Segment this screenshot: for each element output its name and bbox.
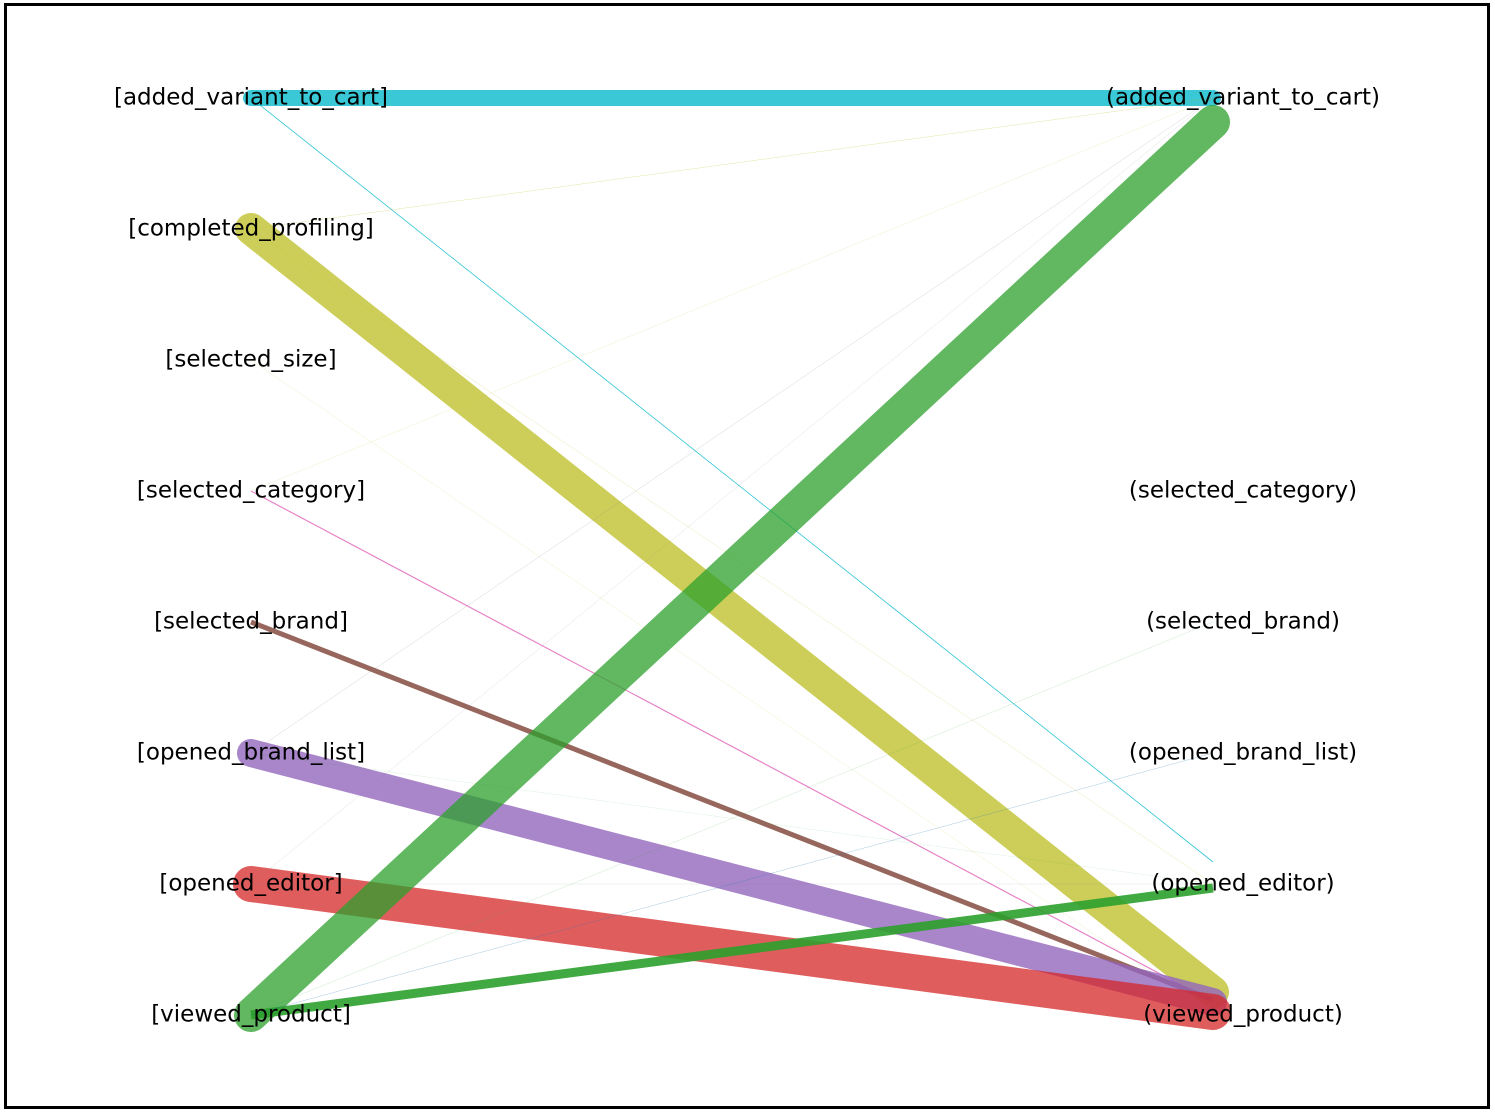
flow-completed-profiling-to-added-variant-to-cart [250, 97, 1214, 230]
flow-selected-category-to-added-variant-to-cart [250, 97, 1214, 492]
right-node-label: (viewed_product) [1143, 1001, 1343, 1028]
flow-selected-brand-to-viewed-product [250, 619, 1214, 1003]
flow-viewed-product-to-added-variant-to-cart [234, 105, 1230, 1032]
right-node-label: (selected_category) [1128, 477, 1358, 504]
flow-opened-brand-list-to-added-variant-to-cart [250, 97, 1214, 754]
flow-links [233, 90, 1231, 1032]
right-node-label: (added_variant_to_cart) [1105, 84, 1381, 111]
left-node-label: [added_variant_to_cart] [113, 84, 389, 111]
flow-selected-category-to-viewed-product [250, 490, 1214, 1003]
flow-opened-brand-list-to-viewed-product [237, 739, 1227, 1016]
right-node-label: (opened_editor) [1151, 870, 1335, 897]
flow-viewed-product-to-opened-brand-list [250, 752, 1214, 1016]
left-node-label: [selected_brand] [154, 608, 348, 635]
left-node-label: [completed_profiling] [128, 215, 374, 242]
left-node-label: [opened_brand_list] [136, 739, 366, 766]
flow-opened-brand-list-to-opened-editor [250, 752, 1214, 885]
left-node-label: [selected_category] [136, 477, 366, 504]
flow-completed-profiling-to-viewed-product [235, 213, 1229, 1008]
flow-added-variant-to-cart-to-opened-editor [250, 97, 1214, 863]
left-node-label: [viewed_product] [151, 1001, 351, 1028]
right-node-label: (opened_brand_list) [1128, 739, 1358, 766]
flow-viewed-product-to-selected-brand [250, 621, 1214, 1016]
flow-viewed-product-to-opened-editor [250, 883, 1214, 1020]
flow-opened-editor-to-added-variant-to-cart [250, 97, 1214, 885]
right-node-label: (selected_brand) [1146, 608, 1340, 635]
left-node-label: [selected_size] [165, 346, 337, 373]
left-node-label: [opened_editor] [159, 870, 343, 897]
